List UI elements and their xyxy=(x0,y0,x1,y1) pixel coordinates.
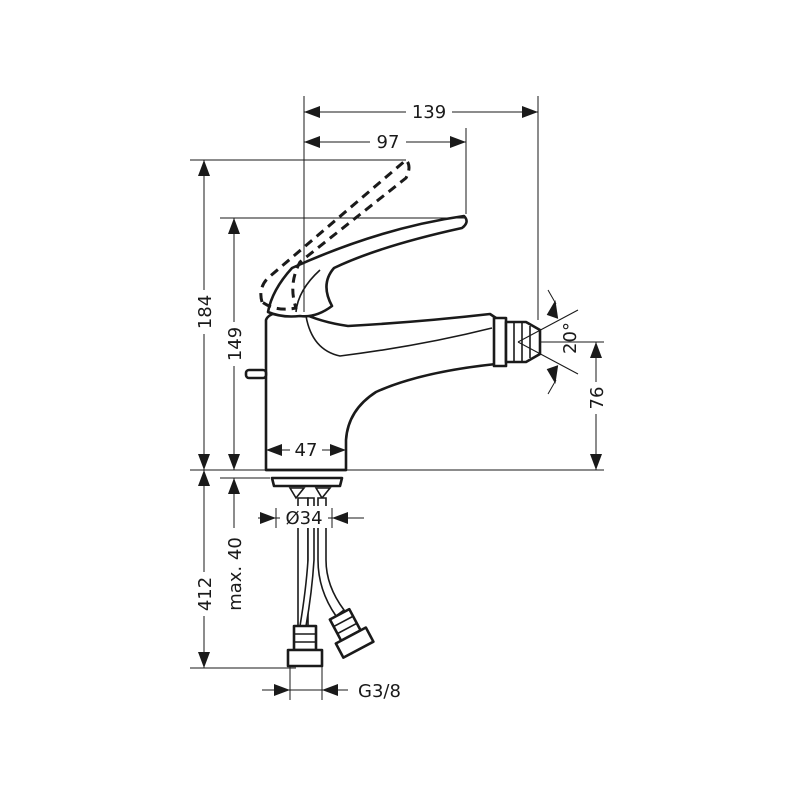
dimension-hose-length: 412 xyxy=(192,470,216,668)
dimension-total-height: 184 xyxy=(192,160,216,470)
dim-label-149: 149 xyxy=(225,327,246,361)
dim-label-20-degrees: 20° xyxy=(560,322,581,354)
dimension-handle-height: 149 xyxy=(222,218,246,470)
dimension-connection-thread: G3/8 xyxy=(262,681,401,702)
dim-label-184: 184 xyxy=(195,295,216,329)
dim-label-max-40: max. 40 xyxy=(225,537,246,611)
dim-label-76: 76 xyxy=(587,387,608,410)
dimension-spout-height: 76 xyxy=(584,342,608,470)
dimension-total-reach: 139 xyxy=(304,100,538,123)
dim-label-412: 412 xyxy=(195,577,216,611)
dimension-spout-angle: 20° xyxy=(517,289,581,395)
mounting-nut xyxy=(270,476,344,500)
lever-handle-open-position xyxy=(259,158,411,311)
dim-label-47: 47 xyxy=(295,440,318,461)
extension-lines xyxy=(190,96,604,700)
dimension-handle-reach: 97 xyxy=(304,130,466,153)
dim-label-g3-8: G3/8 xyxy=(358,681,401,702)
dim-label-diameter-34: Ø34 xyxy=(285,508,322,529)
dim-label-139: 139 xyxy=(412,102,446,123)
pop-up-rod xyxy=(244,368,268,380)
dimension-hole-diameter: Ø34 xyxy=(258,506,364,529)
dimension-max-counter-thickness: max. 40 xyxy=(225,478,246,611)
spout-aerator xyxy=(492,316,542,368)
dimension-base-width: 47 xyxy=(266,438,346,461)
dim-label-97: 97 xyxy=(377,132,400,153)
